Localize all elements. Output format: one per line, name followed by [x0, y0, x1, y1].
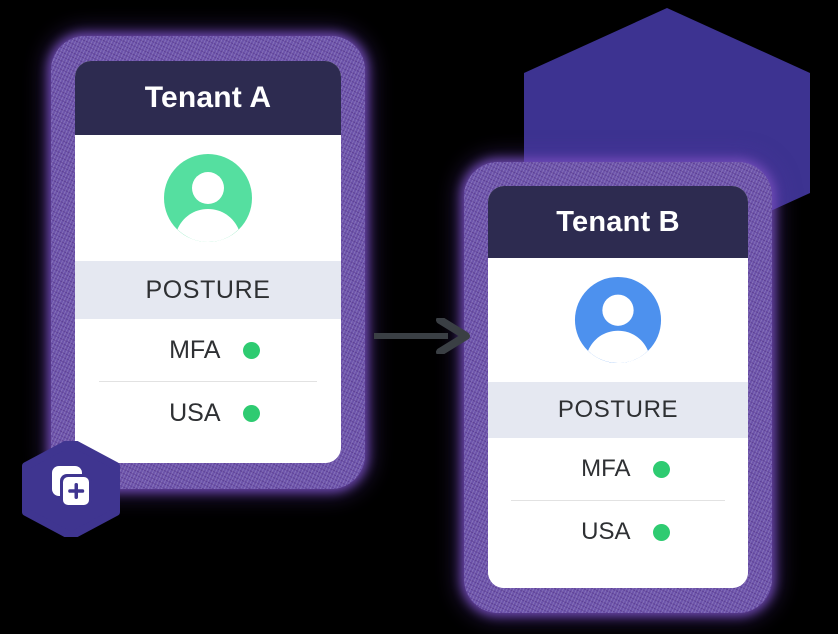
- tenant-a-posture-rows: MFA USA: [75, 319, 341, 463]
- tenant-b-row-mfa-label: MFA: [581, 455, 631, 482]
- copy-posture-badge[interactable]: [22, 441, 120, 537]
- tenant-a-row-usa-status-dot: [242, 404, 260, 422]
- tenant-b-posture-label: POSTURE: [488, 382, 748, 438]
- tenant-a-card[interactable]: Tenant A POSTURE MFA USA: [75, 61, 341, 463]
- tenant-b-row-usa[interactable]: USA: [488, 501, 748, 563]
- tenant-a-row-divider: [99, 381, 317, 382]
- tenant-b-avatar-zone: [488, 258, 748, 382]
- flow-arrow: [374, 318, 470, 354]
- tenant-a-row-mfa-status-dot: [242, 341, 260, 359]
- user-avatar-icon: [164, 154, 252, 242]
- user-avatar-icon: [574, 276, 662, 364]
- tenant-b-title: Tenant B: [488, 186, 748, 258]
- tenant-a-avatar-zone: [75, 135, 341, 261]
- tenant-b-card[interactable]: Tenant B POSTURE MFA USA: [488, 186, 748, 588]
- tenant-b-row-usa-status-dot: [652, 523, 670, 541]
- tenant-a-row-mfa-label: MFA: [169, 335, 221, 364]
- tenant-a-row-usa[interactable]: USA: [75, 382, 341, 444]
- copy-plus-icon: [52, 466, 92, 508]
- tenant-a-row-usa-label: USA: [169, 398, 221, 427]
- tenant-a-title: Tenant A: [75, 61, 341, 135]
- tenant-b-row-mfa[interactable]: MFA: [488, 438, 748, 500]
- tenant-b-row-usa-label: USA: [581, 518, 631, 545]
- tenant-b-row-mfa-status-dot: [652, 460, 670, 478]
- tenant-b-row-divider: [511, 500, 725, 501]
- tenant-a-row-mfa[interactable]: MFA: [75, 319, 341, 381]
- tenant-a-posture-label: POSTURE: [75, 261, 341, 319]
- tenant-b-posture-rows: MFA USA: [488, 438, 748, 588]
